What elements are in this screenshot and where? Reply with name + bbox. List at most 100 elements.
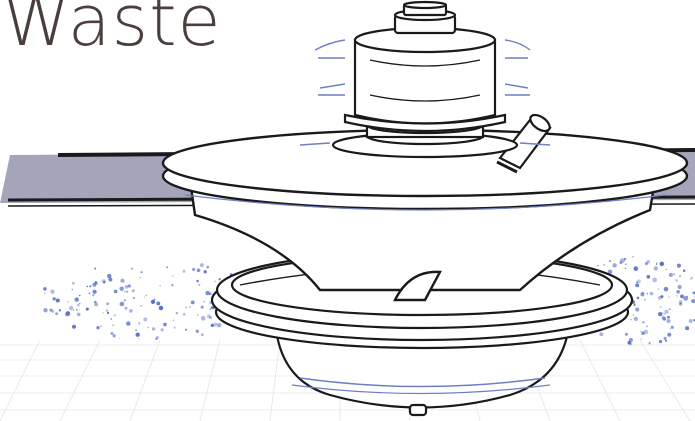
spray-droplet [205, 291, 209, 295]
spray-droplet [197, 314, 199, 316]
spray-droplet [124, 299, 126, 301]
spray-droplet [660, 262, 665, 267]
spray-droplet [656, 262, 657, 263]
spray-droplet [140, 305, 141, 306]
spray-droplet [670, 328, 672, 330]
spray-droplet [658, 288, 660, 290]
spray-droplet [658, 312, 662, 316]
spray-droplet [183, 313, 186, 316]
spray-droplet [644, 330, 649, 335]
spray-droplet [612, 263, 617, 268]
spray-droplet [129, 309, 133, 313]
spray-droplet [207, 314, 211, 318]
spray-droplet [132, 289, 135, 292]
spray-droplet [72, 282, 75, 285]
spray-droplet [647, 293, 648, 294]
spray-droplet [126, 321, 130, 325]
spray-droplet [113, 334, 116, 337]
spray-droplet [124, 291, 126, 293]
spray-droplet [675, 279, 678, 282]
spray-droplet [687, 296, 688, 297]
spray-droplet [55, 312, 58, 315]
spray-droplet [215, 281, 217, 283]
spray-droplet [664, 310, 668, 314]
spray-droplet [201, 333, 204, 336]
spray-droplet [678, 285, 682, 289]
spray-droplet [145, 295, 147, 297]
spray-droplet [629, 342, 632, 345]
spray-droplet [625, 268, 627, 270]
spray-droplet [93, 290, 97, 294]
spray-droplet [94, 281, 97, 284]
spray-droplet [131, 268, 133, 270]
spray-droplet [661, 295, 664, 298]
spray-droplet [166, 266, 168, 268]
spray-droplet [659, 340, 662, 343]
spray-droplet [661, 316, 665, 320]
spray-droplet [144, 296, 145, 297]
spray-droplet [108, 278, 112, 282]
spray-droplet [196, 280, 199, 283]
spray-droplet [87, 286, 89, 288]
spray-droplet [143, 317, 147, 321]
spray-droplet [120, 279, 124, 283]
spray-droplet [632, 256, 633, 257]
spray-droplet [630, 319, 631, 320]
spray-droplet [44, 292, 46, 294]
spray-droplet [648, 342, 650, 344]
spray-droplet [683, 269, 686, 272]
spray-droplet [206, 266, 209, 269]
spray-droplet [89, 285, 91, 287]
spray-droplet [660, 306, 662, 308]
spray-droplet [77, 304, 80, 307]
spray-droplet [603, 264, 605, 266]
spray-droplet [86, 308, 89, 311]
spray-droplet [691, 277, 692, 278]
spray-droplet [204, 270, 207, 273]
spray-droplet [53, 297, 56, 300]
spray-droplet [50, 289, 54, 293]
spray-droplet [609, 260, 611, 262]
spray-droplet [680, 302, 682, 304]
spray-droplet [637, 279, 641, 283]
spray-droplet [669, 308, 671, 310]
spray-droplet [666, 319, 670, 323]
spray-droplet [665, 340, 667, 342]
spray-droplet [217, 323, 221, 327]
spray-droplet [119, 338, 120, 339]
spray-droplet [213, 322, 217, 326]
spray-droplet [218, 278, 220, 280]
spray-droplet [163, 323, 167, 327]
spray-droplet [65, 313, 69, 317]
spray-droplet [690, 278, 692, 280]
spray-droplet [153, 298, 155, 300]
spray-droplet [152, 327, 155, 330]
spray-droplet [625, 263, 626, 264]
spray-droplet [173, 326, 175, 328]
spray-droplet [97, 283, 99, 285]
spray-droplet [56, 298, 60, 302]
spray-droplet [676, 295, 678, 297]
spray-droplet [669, 273, 673, 277]
spray-droplet [77, 313, 81, 317]
spray-droplet [634, 317, 638, 321]
spray-droplet [667, 333, 671, 337]
spray-droplet [597, 265, 599, 267]
spray-droplet [689, 319, 693, 323]
spray-droplet [633, 266, 638, 271]
spray-droplet [652, 278, 657, 283]
spray-droplet [103, 312, 104, 313]
spray-droplet [138, 338, 139, 339]
spray-droplet [629, 338, 633, 342]
spray-droplet [51, 310, 54, 313]
spray-droplet [677, 264, 681, 268]
spray-droplet [106, 302, 109, 305]
spray-droplet [94, 267, 96, 269]
spray-droplet [79, 295, 81, 297]
spray-droplet [664, 287, 669, 292]
spray-droplet [92, 294, 94, 296]
spray-droplet [191, 301, 195, 305]
spray-droplet [203, 301, 205, 303]
